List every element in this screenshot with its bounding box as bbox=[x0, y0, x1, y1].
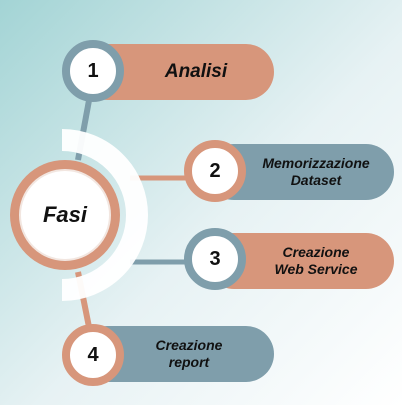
step-1-number: 1 bbox=[87, 59, 99, 82]
center-label: Fasi bbox=[42, 202, 88, 227]
step-3-badge: 3 bbox=[184, 228, 246, 290]
step-3-label-line-2: Web Service bbox=[274, 261, 358, 277]
step-4-number: 4 bbox=[87, 343, 99, 366]
step-2-badge: 2 bbox=[184, 140, 246, 202]
step-1-badge: 1 bbox=[62, 40, 124, 102]
step-4-label-line-1: Creazione bbox=[155, 337, 223, 354]
step-3-number: 3 bbox=[209, 247, 221, 270]
step-3-label-line-1: Creazione bbox=[282, 244, 350, 261]
step-2-label-line-2: Dataset bbox=[290, 172, 342, 188]
step-2-number: 2 bbox=[209, 159, 221, 182]
step-4-label-line-2: report bbox=[168, 354, 210, 370]
step-1-label: Analisi bbox=[164, 60, 228, 82]
step-4-badge: 4 bbox=[62, 324, 124, 386]
center-arc bbox=[61, 129, 148, 301]
center-node[interactable]: Fasi bbox=[19, 169, 111, 261]
step-2-label-line-1: Memorizzazione bbox=[262, 155, 370, 172]
